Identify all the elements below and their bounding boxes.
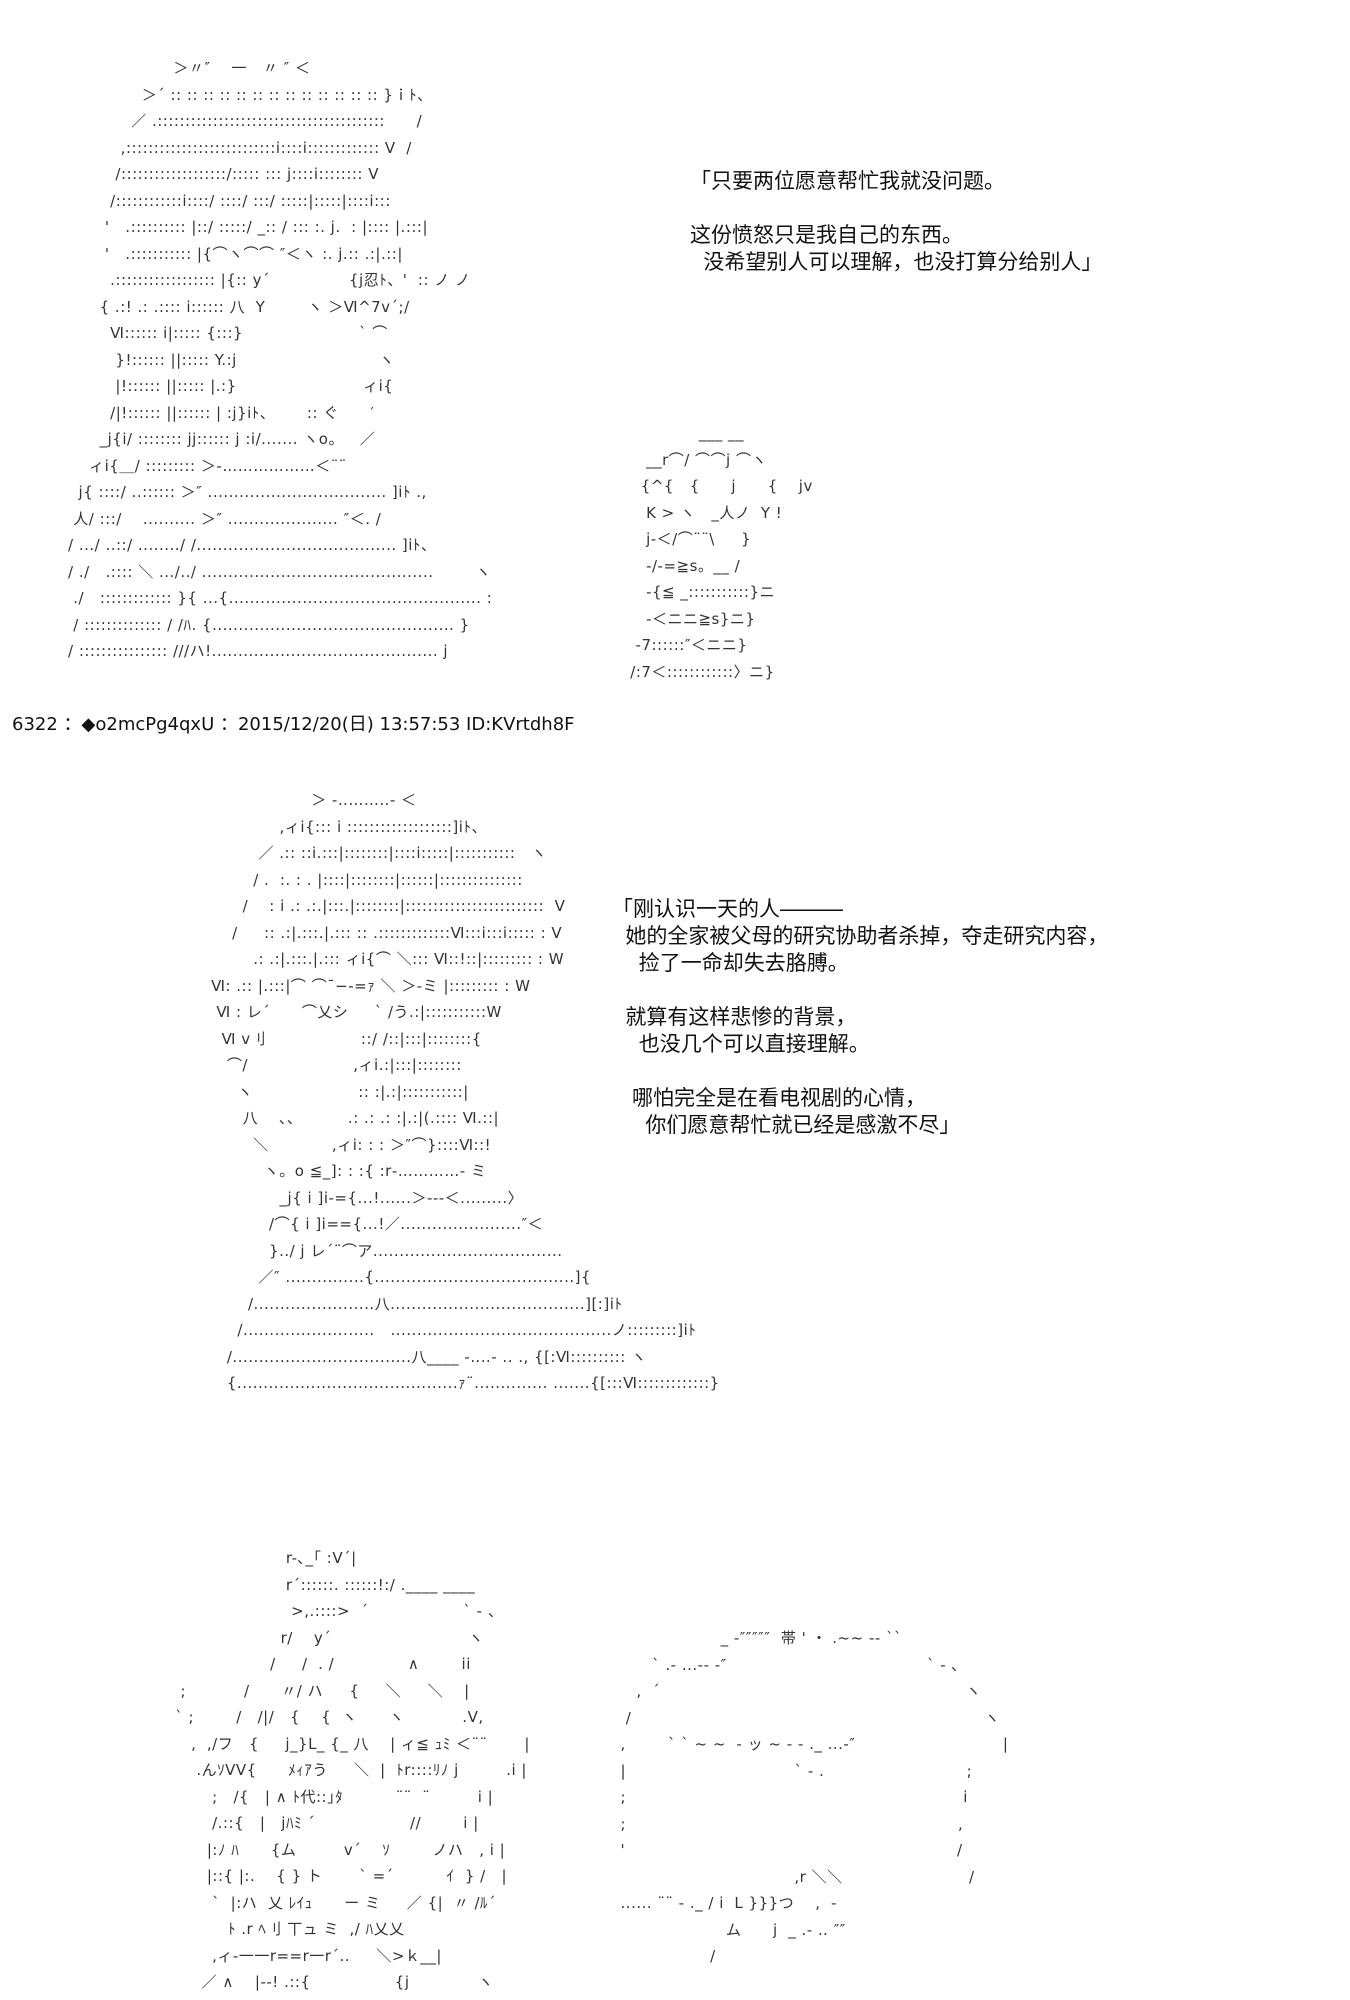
character-art-2: ＞ -‥……‥- ＜ ,ィi{::: i :::::::::::::::::::… — [211, 791, 720, 1392]
dialog-2: 「刚认识一天的人――― 她的全家被父母的研究协助者杀掉，夺走研究内容， 捡了一命… — [612, 897, 1109, 1137]
character-art-1: ＞〃″ 一 〃 ″ ＜ ＞´ :: :: :: :: :: :: :: :: :… — [68, 59, 493, 660]
dialog-1: 「只要两位愿意帮忙我就没问题。 这份愤怒只是我自己的东西。 没希望别人可以理解，… — [690, 169, 1103, 274]
fist-art: ___ __ __r⌒/ ⌒⌒j ⌒ヽ {^{ { j { jv K > ヽ _… — [630, 424, 813, 681]
post-header: 6322 ：◆o2mcPg4qxU ：2015/12/20(日) 13:57:5… — [12, 714, 575, 735]
character-art-3: r-､_｢ :V´| r´::::::. ::::::!:/ .____ ___… — [175, 1549, 530, 1991]
hair-art: _ -″″″″″ 帯 ' ・ .~~ -- `` ` .- ...-- -″ `… — [620, 1629, 1009, 1965]
